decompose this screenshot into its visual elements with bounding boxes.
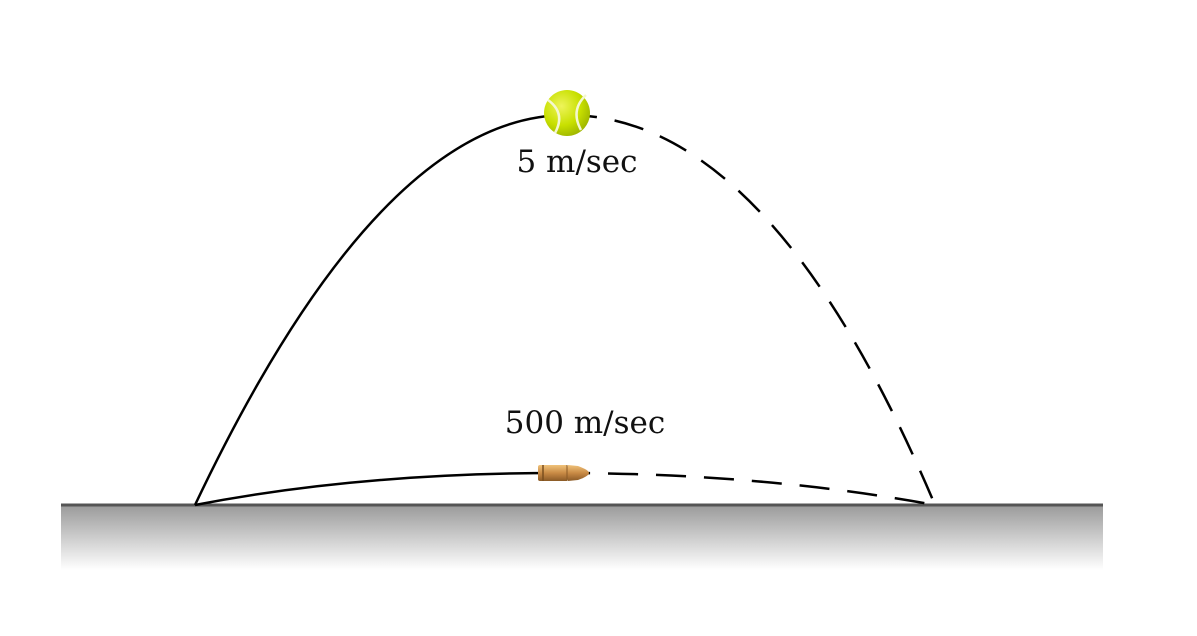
tennis-ball-icon (544, 90, 590, 136)
ball-speed-label: 5 m/sec (516, 144, 638, 180)
ground (61, 505, 1103, 570)
bullet-trajectory-dashed (559, 471, 936, 507)
bullet-trajectory-solid (194, 471, 561, 507)
bullet-speed-label: 500 m/sec (504, 405, 666, 441)
ball-trajectory-solid (193, 113, 568, 506)
bullet-icon (538, 465, 589, 481)
ball-trajectory-dashed (566, 113, 937, 506)
